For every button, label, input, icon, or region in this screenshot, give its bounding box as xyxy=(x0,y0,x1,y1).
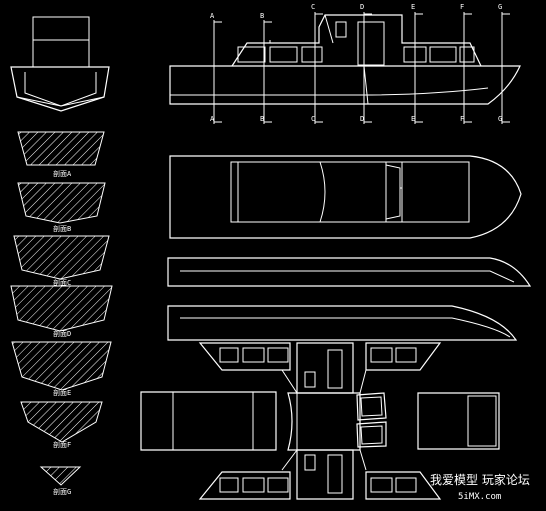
cross-section-a: 剖面A xyxy=(18,132,104,178)
section-label-a: 剖面A xyxy=(53,169,72,178)
mark-g-bottom: G xyxy=(498,115,502,123)
section-label-d: 剖面D xyxy=(53,329,71,338)
hull-side-panel-lower xyxy=(168,306,516,340)
mark-a-bottom: A xyxy=(210,115,215,123)
watermark-title: 我爱模型 玩家论坛 xyxy=(430,472,530,487)
watermark: 我爱模型 玩家论坛 5iMX.com xyxy=(430,472,530,502)
mark-e-top: E xyxy=(411,3,415,11)
section-marks-bottom: A B C D E F G xyxy=(210,115,502,123)
mark-f-bottom: F xyxy=(460,115,464,123)
cross-section-c: 剖面C xyxy=(14,236,109,287)
mark-d-top: D xyxy=(360,3,364,11)
mark-g-top: G xyxy=(498,3,502,11)
side-profile: A B C D E F G A B C D E F G xyxy=(170,3,520,124)
mark-c-top: C xyxy=(311,3,315,11)
section-label-f: 剖面F xyxy=(53,440,71,449)
mark-c-bottom: C xyxy=(311,115,315,123)
section-label-c: 剖面C xyxy=(53,278,71,287)
mark-e-bottom: E xyxy=(411,115,415,123)
section-label-g: 剖面G xyxy=(53,487,71,496)
cross-section-g: 剖面G xyxy=(41,467,80,496)
section-cut-lines xyxy=(214,12,510,124)
cross-section-d: 剖面D xyxy=(11,286,112,338)
cross-section-f: 剖面F xyxy=(21,402,102,449)
watermark-site: 5iMX.com xyxy=(458,492,501,502)
mark-a-top: A xyxy=(210,12,215,20)
section-label-e: 剖面E xyxy=(53,388,71,397)
section-marks-top: A B C D E F G xyxy=(210,3,502,20)
mark-f-top: F xyxy=(460,3,464,11)
mark-b-bottom: B xyxy=(260,115,264,123)
hull-side-panel-upper xyxy=(168,258,530,286)
section-label-b: 剖面B xyxy=(53,224,71,233)
mark-b-top: B xyxy=(260,12,264,20)
top-view xyxy=(170,156,521,238)
cabin-unfold-parts xyxy=(141,343,499,499)
bow-front-view xyxy=(11,17,109,111)
mark-d-bottom: D xyxy=(360,115,364,123)
cross-section-e: 剖面E xyxy=(12,342,111,397)
cross-section-b: 剖面B xyxy=(18,183,105,233)
